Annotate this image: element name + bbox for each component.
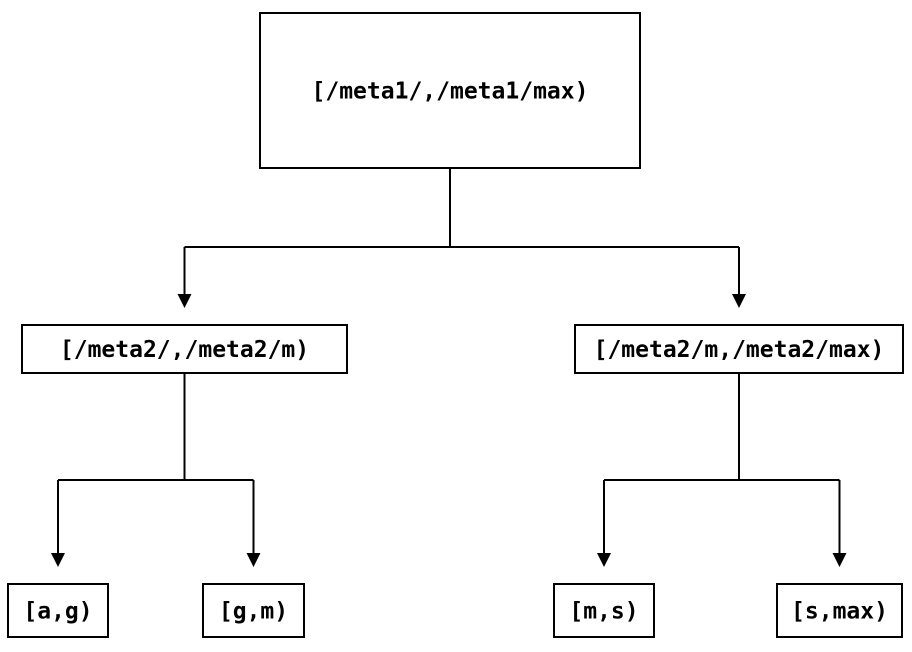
node-leaf-smax: [s,max) [776,583,903,638]
node-leaf-ag-label: [a,g) [23,599,92,625]
node-leaf-ms-box [553,583,655,638]
node-meta2-right: [/meta2/m,/meta2/max) [574,324,904,374]
node-root: [/meta1/,/meta1/max) [259,12,641,169]
connector-root-to-level2 [177,168,746,308]
node-meta2-right-box [574,324,904,374]
arrow-down-icon [177,294,192,308]
node-leaf-ag-box [7,583,109,638]
node-leaf-ag: [a,g) [7,583,109,638]
arrow-down-icon [732,294,746,308]
node-leaf-ms-label: [m,s) [569,599,638,625]
node-leaf-gm-label: [g,m) [219,599,288,625]
connector-left-to-leaves [51,373,261,567]
node-leaf-gm-box [202,583,305,638]
node-leaf-smax-label: [s,max) [791,599,888,625]
node-root-label: [/meta1/,/meta1/max) [312,79,589,105]
node-meta2-right-label: [/meta2/m,/meta2/max) [594,337,885,363]
connector-right-to-leaves [597,373,847,567]
node-root-box [259,12,641,169]
node-meta2-left-box [21,324,348,374]
arrow-down-icon [51,553,65,567]
node-leaf-smax-box [776,583,903,638]
node-meta2-left-label: [/meta2/,/meta2/m) [60,337,309,363]
node-meta2-left: [/meta2/,/meta2/m) [21,324,348,374]
arrow-down-icon [246,553,261,567]
node-leaf-ms: [m,s) [553,583,655,638]
arrow-down-icon [832,553,847,567]
node-leaf-gm: [g,m) [202,583,305,638]
arrow-down-icon [597,553,611,567]
